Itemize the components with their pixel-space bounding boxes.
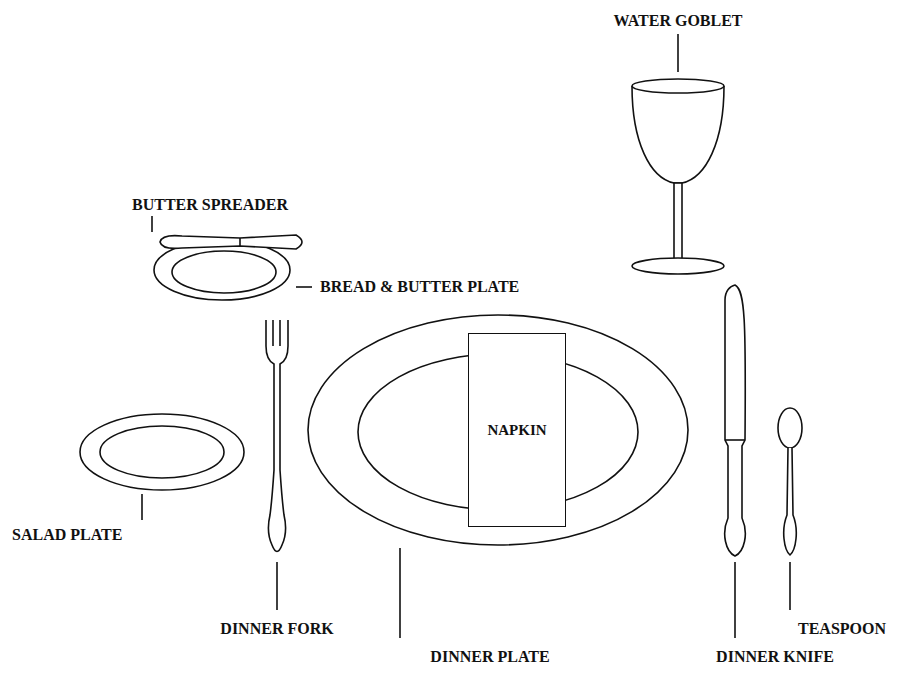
salad-plate-rim xyxy=(80,414,244,490)
teaspoon-bowl xyxy=(778,408,802,448)
leader-line xyxy=(276,562,278,610)
dinner-knife-drawing xyxy=(725,285,746,556)
leader-line xyxy=(677,34,679,72)
goblet-base xyxy=(632,258,724,274)
bread-plate-well xyxy=(172,251,276,293)
part-name: BREAD & BUTTER PLATE xyxy=(318,278,521,296)
part-name: BUTTER SPREADER xyxy=(130,196,290,214)
leader-line xyxy=(789,562,791,610)
goblet-bowl xyxy=(632,86,724,183)
fork-tine xyxy=(272,320,274,346)
napkin-label: NAPKIN xyxy=(487,423,546,438)
dinner-fork-drawing xyxy=(266,320,288,552)
leader-line xyxy=(141,494,143,520)
leader-line xyxy=(296,286,312,288)
part-name: DINNER PLATE xyxy=(428,648,551,666)
knife-bolster xyxy=(725,439,745,441)
goblet-rim xyxy=(632,79,724,93)
teaspoon-handle xyxy=(784,448,797,555)
part-name: DINNER FORK xyxy=(218,620,335,638)
part-name: WATER GOBLET xyxy=(611,12,744,30)
leader-line xyxy=(399,548,401,638)
leader-line xyxy=(151,216,153,232)
fork-tine xyxy=(279,320,281,346)
napkin-box: NAPKIN xyxy=(468,333,566,527)
leader-line xyxy=(734,562,736,638)
dinner-plate-rim xyxy=(308,315,688,545)
butter-spreader-drawing xyxy=(160,235,302,249)
part-name: SALAD PLATE xyxy=(10,526,124,544)
spreader-joint xyxy=(239,238,241,246)
goblet-stem xyxy=(674,183,682,260)
part-name: DINNER KNIFE xyxy=(714,648,836,666)
salad-plate-well xyxy=(100,426,224,478)
part-name: TEASPOON xyxy=(796,620,888,638)
